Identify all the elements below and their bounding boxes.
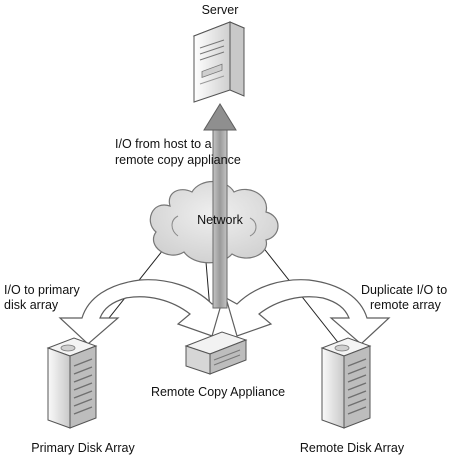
remote-disk-array-icon <box>320 337 372 429</box>
arrow-server-to-appliance <box>203 103 237 309</box>
curved-arrow-appliance-to-primary-array <box>58 279 224 345</box>
edge-label-server-line-2: remote copy appliance <box>115 153 241 167</box>
remote-array-label: Remote Disk Array <box>299 441 405 455</box>
appliance-box-icon <box>184 331 248 375</box>
edge-label-remote-line-2: remote array <box>370 298 441 312</box>
appliance-label: Remote Copy Appliance <box>150 385 286 399</box>
primary-array-label: Primary Disk Array <box>31 441 135 455</box>
edge-label-remote-line-1: Duplicate I/O to <box>361 283 448 297</box>
link-network-remote-array <box>261 245 345 351</box>
server-label: Server <box>201 3 239 17</box>
edge-label-primary-line-2: disk array <box>4 298 59 312</box>
server-tower-icon <box>192 21 246 103</box>
edge-label-server-line-1: I/O from host to a <box>115 137 212 151</box>
primary-disk-array-icon <box>46 337 98 429</box>
edge-label-primary-line-1: I/O to primary <box>4 283 80 297</box>
curved-arrow-appliance-to-remote-array <box>225 279 391 345</box>
network-label: Network <box>197 213 243 227</box>
